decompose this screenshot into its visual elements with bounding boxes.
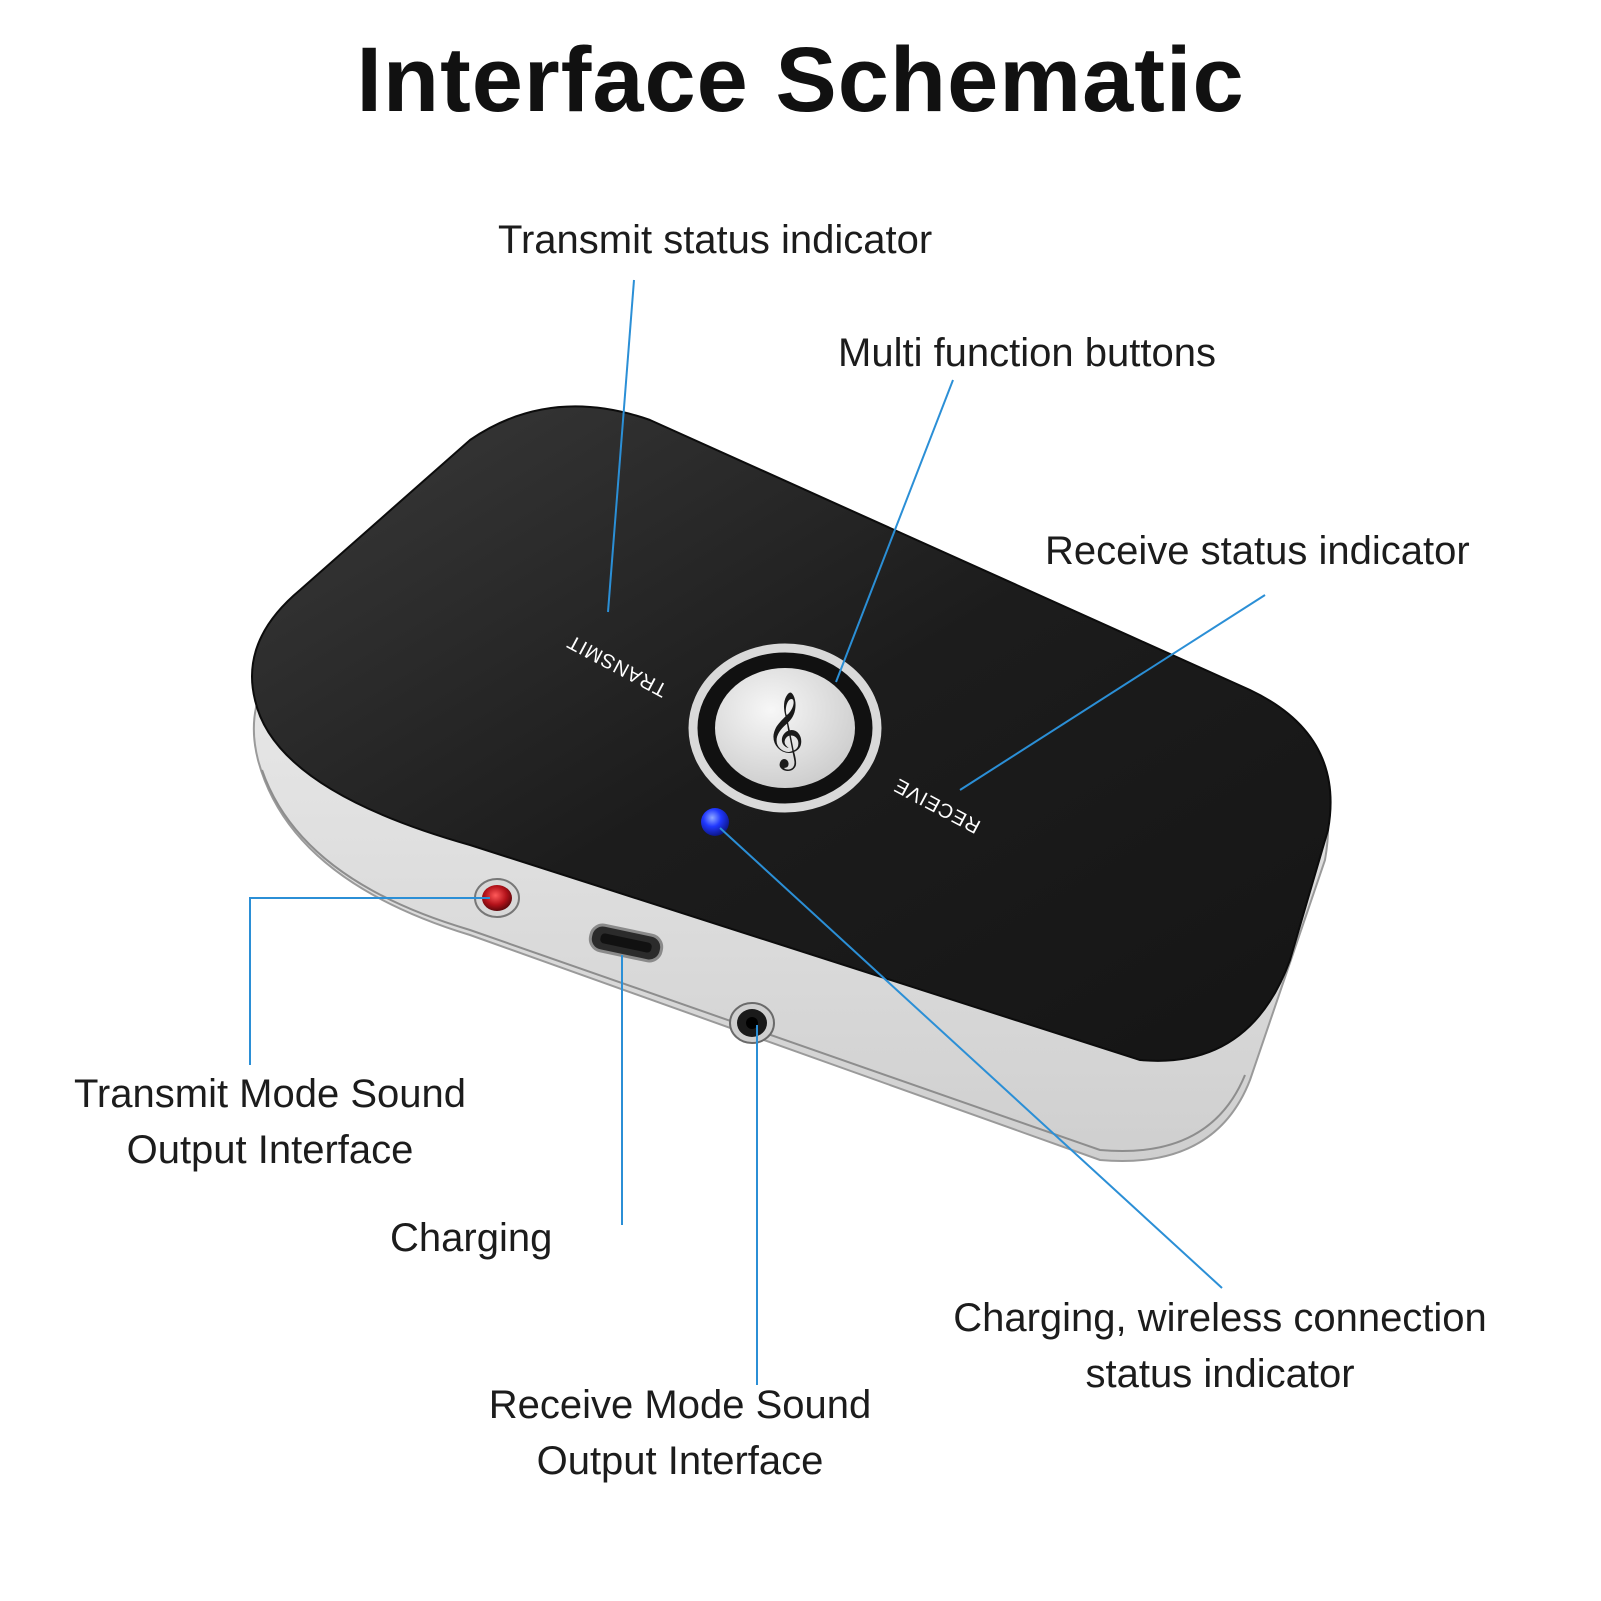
label-transmit-output-line1: Transmit Mode Sound bbox=[73, 1072, 467, 1116]
leader-transmit-status bbox=[607, 279, 635, 613]
label-transmit-output-line2: Output Interface bbox=[126, 1128, 414, 1172]
charging-port bbox=[588, 923, 664, 963]
label-receive-output-line1: Receive Mode Sound bbox=[488, 1383, 872, 1427]
treble-clef-icon: 𝄞 bbox=[765, 691, 804, 771]
transmit-output-jack bbox=[474, 878, 520, 918]
label-connection-status: Charging, wireless connection status ind… bbox=[915, 1290, 1525, 1402]
leader-transmit-output bbox=[249, 897, 490, 1065]
label-connection-status-line2: status indicator bbox=[1085, 1352, 1355, 1396]
label-receive-output: Receive Mode Sound Output Interface bbox=[460, 1377, 900, 1489]
label-receive-status: Receive status indicator bbox=[1045, 529, 1470, 573]
label-transmit-status: Transmit status indicator bbox=[498, 218, 933, 262]
label-charging: Charging bbox=[390, 1216, 553, 1260]
label-transmit-output: Transmit Mode Sound Output Interface bbox=[40, 1066, 500, 1178]
label-connection-status-line1: Charging, wireless connection bbox=[953, 1296, 1487, 1340]
leader-multi-function bbox=[835, 379, 954, 683]
label-receive-output-line2: Output Interface bbox=[536, 1439, 824, 1483]
receive-output-jack bbox=[729, 1002, 775, 1044]
page-title: Interface Schematic bbox=[356, 29, 1245, 131]
label-multi-function: Multi function buttons bbox=[838, 331, 1216, 375]
leader-lines bbox=[249, 279, 1266, 1385]
leader-receive-status bbox=[959, 594, 1266, 791]
leader-connection-status bbox=[719, 827, 1223, 1289]
multi-function-button: 𝄞 bbox=[688, 643, 882, 813]
